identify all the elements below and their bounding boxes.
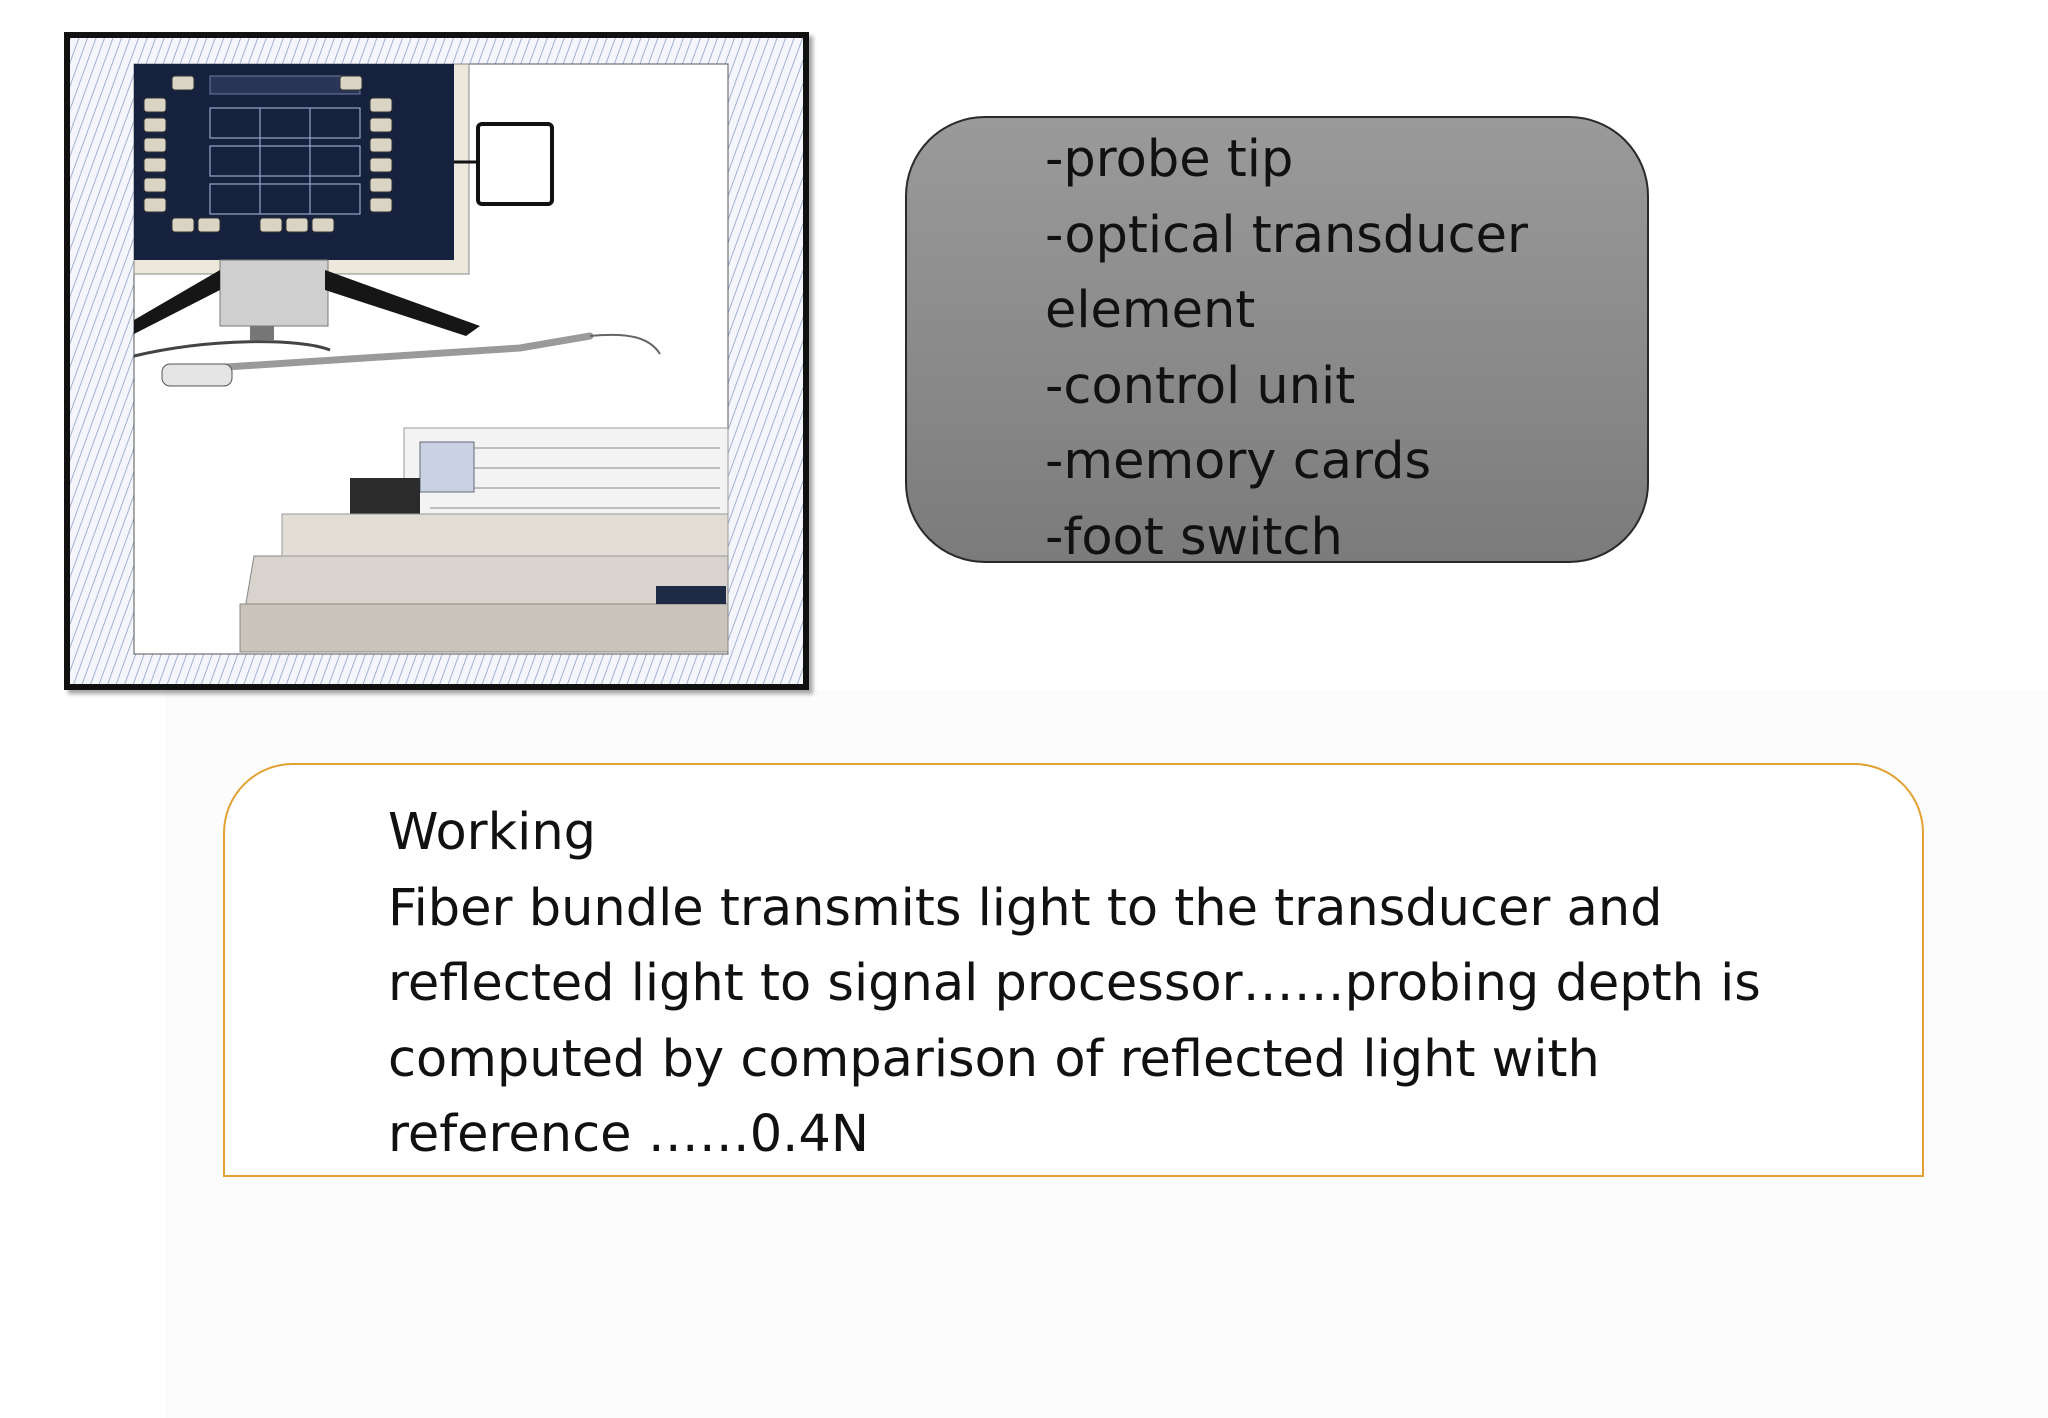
component-item: -control unit	[1045, 356, 1356, 416]
working-line: reflected light to signal processor……pro…	[388, 954, 1761, 1013]
component-item: -probe tip	[1045, 130, 1294, 189]
working-heading: Working	[388, 803, 597, 862]
components-list: -probe tip -optical transducer element -…	[1045, 122, 1528, 563]
component-item: element	[1045, 281, 1256, 340]
component-item: -optical transducer	[1045, 205, 1528, 265]
component-item: -memory cards	[1045, 432, 1432, 491]
components-box: -probe tip -optical transducer element -…	[905, 116, 1649, 563]
working-box: Working Fiber bundle transmits light to …	[223, 763, 1924, 1177]
component-item: -foot switch	[1045, 507, 1343, 563]
working-line: Fiber bundle transmits light to the tran…	[388, 878, 1663, 938]
working-line: computed by comparison of reflected ligh…	[388, 1029, 1600, 1089]
working-text: Working Fiber bundle transmits light to …	[388, 795, 1888, 1173]
device-illustration	[70, 38, 803, 684]
device-photo	[64, 32, 809, 690]
working-line: reference ……0.4N	[388, 1105, 869, 1164]
